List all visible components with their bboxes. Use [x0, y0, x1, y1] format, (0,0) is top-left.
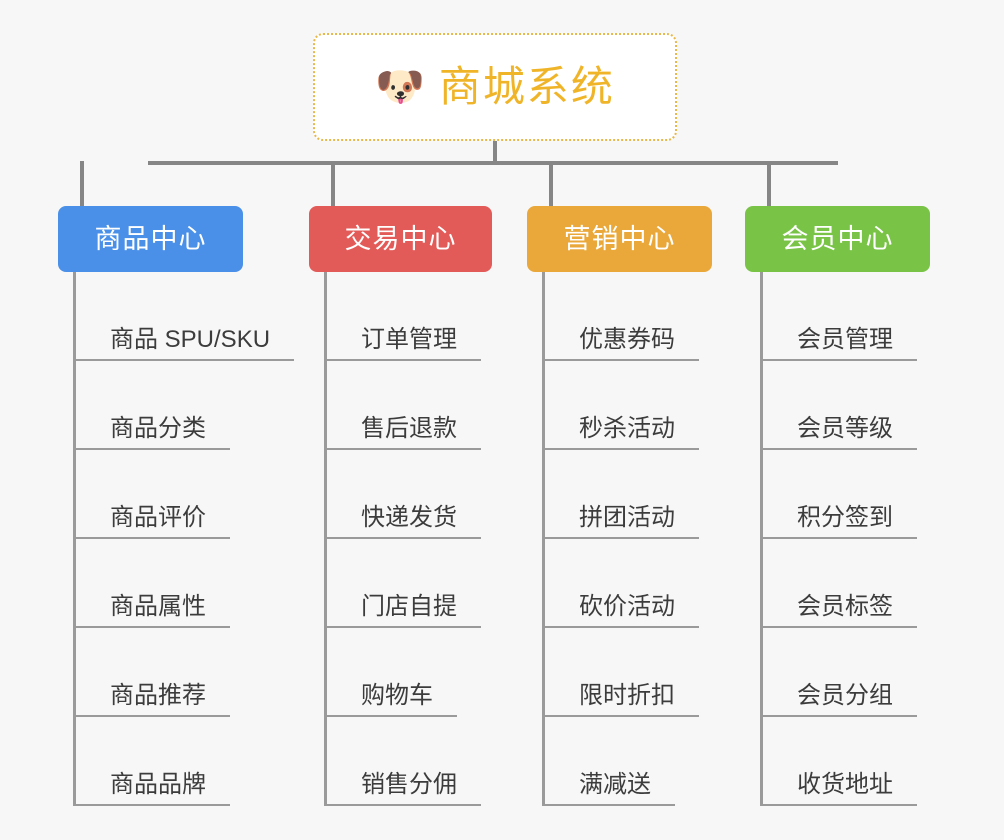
leaf-spine [542, 272, 545, 806]
leaf-item[interactable]: 商品 SPU/SKU [76, 272, 295, 361]
leaf-item[interactable]: 会员管理 [763, 272, 917, 361]
leaf-item-label: 会员标签 [763, 593, 917, 628]
leaf-item-label: 商品推荐 [76, 682, 230, 717]
leaf-item-label: 快递发货 [327, 504, 481, 539]
leaf-item-label: 优惠券码 [545, 326, 699, 361]
leaf-item-label: 收货地址 [763, 771, 917, 806]
leaf-item[interactable]: 限时折扣 [545, 628, 699, 717]
connector-root-stem [493, 141, 497, 164]
leaf-item-label: 满减送 [545, 771, 675, 806]
leaf-item-label: 会员分组 [763, 682, 917, 717]
leaf-item[interactable]: 快递发货 [327, 450, 481, 539]
leaf-item[interactable]: 砍价活动 [545, 539, 699, 628]
leaf-item-label: 销售分佣 [327, 771, 481, 806]
category-box-2[interactable]: 交易中心 [309, 206, 492, 272]
leaf-item-label: 会员管理 [763, 326, 917, 361]
leaf-item[interactable]: 拼团活动 [545, 450, 699, 539]
leaf-item[interactable]: 会员标签 [763, 539, 917, 628]
leaf-item[interactable]: 门店自提 [327, 539, 481, 628]
leaf-item-label: 售后退款 [327, 415, 481, 450]
leaf-item[interactable]: 商品分类 [76, 361, 230, 450]
leaf-item-label: 商品分类 [76, 415, 230, 450]
leaf-item-label: 订单管理 [327, 326, 481, 361]
category-label: 交易中心 [344, 223, 457, 254]
leaf-item-label: 商品属性 [76, 593, 230, 628]
leaf-item[interactable]: 秒杀活动 [545, 361, 699, 450]
category-box-1[interactable]: 商品中心 [58, 206, 243, 272]
category-label: 会员中心 [781, 223, 894, 254]
root-node[interactable]: 🐶 商城系统 [313, 33, 677, 141]
leaf-item[interactable]: 会员等级 [763, 361, 917, 450]
leaf-item-label: 秒杀活动 [545, 415, 699, 450]
leaf-item[interactable]: 商品推荐 [76, 628, 230, 717]
root-title: 商城系统 [438, 63, 615, 110]
leaf-item[interactable]: 购物车 [327, 628, 457, 717]
leaf-item-label: 拼团活动 [545, 504, 699, 539]
leaf-item[interactable]: 积分签到 [763, 450, 917, 539]
leaf-item-label: 会员等级 [763, 415, 917, 450]
connector-branch-2 [331, 161, 335, 208]
leaf-item-label: 购物车 [327, 682, 457, 717]
leaf-item-label: 限时折扣 [545, 682, 699, 717]
leaf-item[interactable]: 满减送 [545, 717, 675, 806]
leaf-item-label: 商品品牌 [76, 771, 230, 806]
leaf-item[interactable]: 售后退款 [327, 361, 481, 450]
leaf-item-label: 商品评价 [76, 504, 230, 539]
leaf-item-label: 商品 SPU/SKU [76, 326, 295, 361]
leaf-item-label: 积分签到 [763, 504, 917, 539]
leaf-item[interactable]: 收货地址 [763, 717, 917, 806]
category-label: 商品中心 [94, 223, 207, 254]
leaf-item[interactable]: 订单管理 [327, 272, 481, 361]
category-label: 营销中心 [563, 223, 676, 254]
connector-branch-3 [549, 161, 553, 208]
leaf-item[interactable]: 会员分组 [763, 628, 917, 717]
leaf-item-label: 门店自提 [327, 593, 481, 628]
leaf-item[interactable]: 商品评价 [76, 450, 230, 539]
dog-face-icon: 🐶 [375, 65, 425, 109]
leaf-spine [324, 272, 327, 806]
category-box-3[interactable]: 营销中心 [527, 206, 712, 272]
leaf-spine [73, 272, 76, 806]
connector-horizontal-bus [148, 161, 838, 165]
leaf-item[interactable]: 优惠券码 [545, 272, 699, 361]
connector-branch-4 [767, 161, 771, 208]
leaf-item[interactable]: 销售分佣 [327, 717, 481, 806]
connector-branch-1 [80, 161, 84, 208]
leaf-item-label: 砍价活动 [545, 593, 699, 628]
leaf-item[interactable]: 商品属性 [76, 539, 230, 628]
leaf-spine [760, 272, 763, 806]
category-box-4[interactable]: 会员中心 [745, 206, 930, 272]
leaf-item[interactable]: 商品品牌 [76, 717, 230, 806]
